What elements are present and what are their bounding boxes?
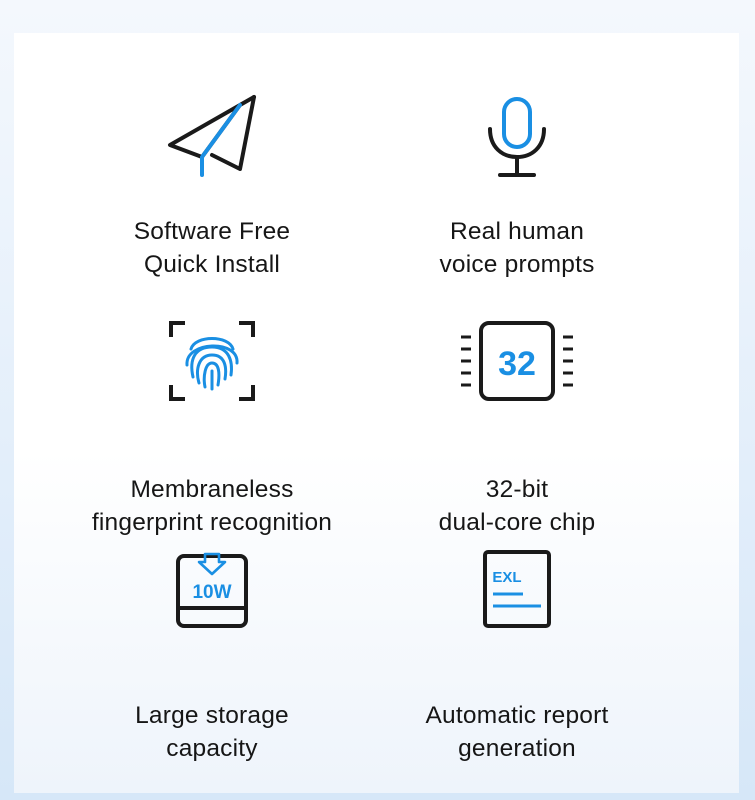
feature-label-line2: Quick Install xyxy=(143,251,281,278)
feature-label-line1: Real human xyxy=(449,218,585,245)
feature-label-line1: Large storage xyxy=(135,702,289,729)
feature-label-line1: 32-bit xyxy=(485,476,549,503)
feature-fingerprint: Membraneless fingerprint recognition xyxy=(42,283,382,536)
feature-label-line2: fingerprint recognition xyxy=(91,509,333,536)
feature-storage: 10W Large storage capacity xyxy=(42,508,382,762)
paper-plane-icon xyxy=(168,95,256,177)
feature-label-line1: Software Free xyxy=(133,218,291,245)
feature-chip: 32 32-bit dual-core chip xyxy=(347,283,687,536)
microphone-icon xyxy=(488,97,546,177)
feature-software-free: Software Free Quick Install xyxy=(42,33,382,283)
feature-label-line1: Automatic report xyxy=(425,702,609,729)
feature-label-line2: capacity xyxy=(166,735,258,762)
storage-badge-text: 10W xyxy=(192,582,231,603)
fingerprint-icon xyxy=(169,321,255,401)
feature-report: EXL Automatic report generation xyxy=(347,508,687,762)
feature-label-line2: generation xyxy=(458,735,576,762)
chip-icon: 32 xyxy=(461,321,573,401)
report-badge-text: EXL xyxy=(492,569,521,586)
feature-label-line2: dual-core chip xyxy=(438,509,596,536)
chip-badge-text: 32 xyxy=(498,345,536,383)
feature-label-line1: Membraneless xyxy=(130,476,294,503)
excel-report-icon: EXL xyxy=(483,550,551,628)
features-card: Software Free Quick Install Real human v… xyxy=(14,33,739,793)
storage-icon: 10W xyxy=(176,552,248,628)
feature-label-line2: voice prompts xyxy=(439,251,595,278)
feature-voice-prompts: Real human voice prompts xyxy=(347,33,687,283)
